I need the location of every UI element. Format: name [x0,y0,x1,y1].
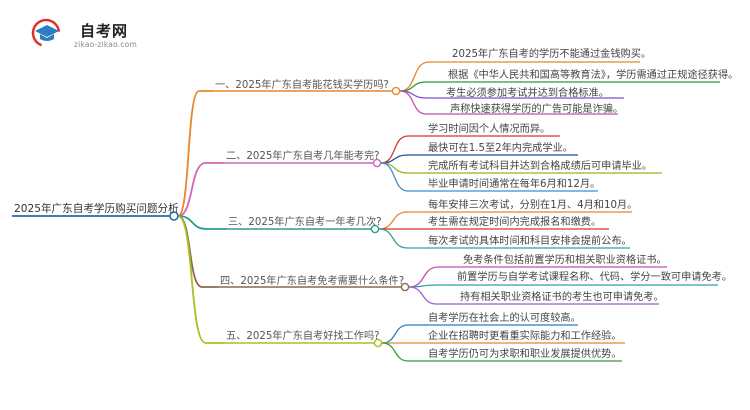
branch-node-4 [400,282,410,292]
branch-connector-1 [177,90,214,217]
leaf-2-2: 最快可在1.5至2年内完成学业。 [428,143,573,154]
leaf-1-1: 2025年广东自考的学历不能通过金钱购买。 [452,49,652,60]
branch-label-1: 一、2025年广东自考能花钱买学历吗? [215,80,389,91]
branch-node-1 [391,86,401,96]
leaf-2-4: 毕业申请时间通常在每年6月和12月。 [428,179,601,190]
graduation-cap-icon [31,18,61,48]
leaf-5-2: 企业在招聘时更看重实际能力和工作经验。 [428,331,622,342]
leaf-connector-1-1 [399,61,449,92]
leaf-connector-3-1 [378,211,427,230]
leaf-5-3: 自考学历仍可为求职和职业发展提供优势。 [428,349,622,360]
branch-connector-2 [177,162,225,217]
branch-node-5 [373,338,383,348]
leaf-4-1: 免考条件包括前置学历和相关职业资格证书。 [463,255,667,266]
branch-label-2: 二、2025年广东自考几年能考完? [226,151,380,162]
leaf-4-3: 持有相关职业资格证书的考生也可申请免考。 [460,292,664,303]
leaf-1-2: 根据《中华人民共和国高等教育法》，学历需通过正规途径获得。 [448,70,739,81]
logo-title: 自考网 [80,22,129,40]
leaf-2-1: 学习时间因个人情况而异。 [428,124,551,135]
leaf-connector-5-3 [381,342,427,362]
leaf-connector-1-3 [399,90,445,99]
leaf-2-3: 完成所有考试科目并达到合格成绩后可申请毕业。 [428,161,653,172]
branch-label-4: 四、2025年广东自考免考需要什么条件? [220,276,405,287]
leaf-1-4: 声称快速获得学历的广告可能是诈骗。 [450,104,624,115]
leaf-connector-1-4 [399,90,445,115]
leaf-3-3: 每次考试的具体时间和科目安排会提前公布。 [428,236,632,247]
leaf-connector-2-2 [380,154,427,164]
leaf-5-1: 自考学历在社会上的认可度较高。 [428,313,581,324]
branch-connector-3 [177,215,227,230]
root-node [169,211,179,221]
root-topic: 2025年广东自考学历购买问题分析 [14,203,179,215]
leaf-1-3: 考生必须参加考试并达到合格标准。 [446,88,609,99]
leaf-connector-3-3 [378,228,427,249]
leaf-connector-4-1 [408,266,459,288]
leaf-connector-2-4 [380,162,427,192]
leaf-3-2: 考生需在规定时间内完成报名和缴费。 [428,217,602,228]
leaf-connector-2-1 [380,135,427,164]
leaf-3-1: 每年安排三次考试，分别在1月、4月和10月。 [428,200,638,211]
branch-node-3 [370,224,380,234]
branch-node-2 [372,158,382,168]
leaf-connector-5-1 [381,324,427,344]
branch-connector-5 [177,215,225,344]
leaf-connector-4-3 [408,286,456,305]
site-logo[interactable]: 自考网 zikao-zikao.com [31,14,141,54]
leaf-connector-1-2 [399,81,445,92]
logo-url: zikao-zikao.com [74,40,137,49]
leaf-connector-2-3 [380,162,427,174]
branch-label-5: 五、2025年广东自考好找工作吗? [226,331,380,342]
leaf-4-2: 前置学历与自学考试课程名称、代码、学分一致可申请免考。 [457,272,733,283]
branch-label-3: 三、2025年广东自考一年考几次? [228,217,382,228]
